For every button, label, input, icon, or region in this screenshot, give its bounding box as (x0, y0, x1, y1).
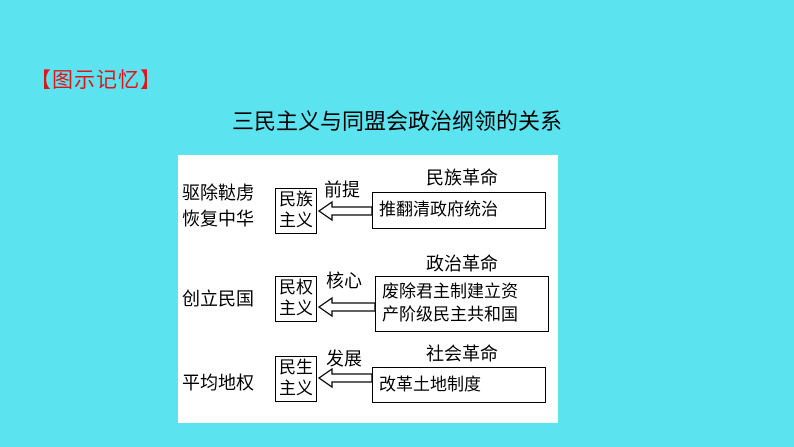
goal-line: 恢复中华 (182, 209, 254, 230)
revolution-label: 民族革命 (426, 168, 498, 189)
goal-minzu: 驱除鞑虏 恢复中华 (182, 181, 254, 233)
content-box-minsheng: 改革土地制度 (372, 367, 546, 403)
content-box-minzu: 推翻清政府统治 (372, 192, 546, 229)
arrow-minsheng (317, 367, 373, 389)
goal-line: 驱除鞑虏 (182, 183, 254, 204)
principle-line: 主义 (279, 299, 313, 319)
diagram-title: 三民主义与同盟会政治纲领的关系 (231, 110, 562, 135)
content-box-minquan: 废除君主制建立资 产阶级民主共和国 (375, 276, 549, 332)
relation-label: 前提 (324, 180, 360, 201)
arrow-minzu (317, 200, 373, 222)
principle-line: 主义 (279, 211, 313, 231)
principle-line: 主义 (279, 379, 313, 399)
section-heading: 【图示记忆】 (30, 68, 162, 92)
content-line: 产阶级民主共和国 (382, 305, 518, 325)
principle-line: 民权 (279, 278, 313, 298)
principle-line: 民族 (279, 190, 313, 210)
principle-minquan: 民权 主义 (275, 276, 317, 322)
content-line: 废除君主制建立资 (382, 282, 518, 302)
relation-label: 发展 (326, 349, 362, 370)
arrow-minquan (317, 296, 376, 318)
revolution-label: 社会革命 (426, 344, 498, 365)
principle-minzu: 民族 主义 (275, 188, 317, 234)
relation-label: 核心 (326, 271, 362, 292)
diagram-panel: 驱除鞑虏 恢复中华 民族 主义 前提 民族革命 推翻清政府统治 创立民国 民权 … (178, 155, 558, 423)
content-line: 推翻清政府统治 (379, 200, 498, 220)
content-line: 改革土地制度 (379, 374, 481, 395)
goal-minsheng: 平均地权 (182, 371, 254, 397)
goal-minquan: 创立民国 (182, 287, 254, 313)
goal-line: 创立民国 (182, 289, 254, 310)
goal-line: 平均地权 (182, 373, 254, 394)
principle-minsheng: 民生 主义 (275, 356, 317, 402)
revolution-label: 政治革命 (426, 254, 498, 275)
principle-line: 民生 (279, 358, 313, 378)
